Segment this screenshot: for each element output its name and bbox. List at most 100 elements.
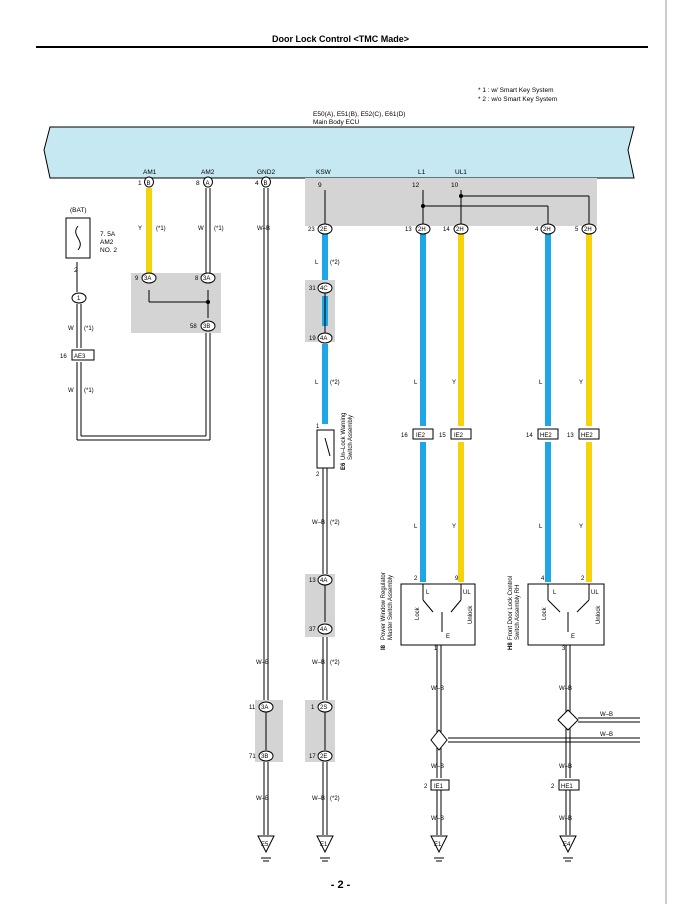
svg-text:Unlock: Unlock — [468, 605, 474, 624]
ecu-connectors: E50(A), E51(B), E52(C), E61(D) — [313, 111, 405, 118]
conn-ie1: IE1 — [434, 784, 444, 790]
conn-2h-14: 2H — [456, 227, 464, 233]
wire-ul-rh-yellow-lower — [586, 442, 592, 582]
junction-jb1 — [206, 300, 210, 304]
conn-he1: HE1 — [561, 784, 573, 790]
ground-joint-i8 — [430, 729, 448, 751]
pin-14b: 14 — [526, 433, 533, 439]
wl-w3: W — [68, 388, 74, 394]
svg-text:Unlock: Unlock — [596, 605, 602, 624]
ground-joint-h8 — [557, 709, 579, 731]
conn-b1: B — [147, 181, 151, 187]
ground-e5: E5 — [257, 835, 275, 862]
svg-text:E5: E5 — [261, 842, 269, 848]
wl-wb6: W–B — [256, 796, 269, 802]
pin-gnd2: 4 — [255, 180, 259, 187]
wl-s2a: (*2) — [330, 260, 340, 266]
pin-13: 13 — [405, 227, 412, 233]
svg-text:E4: E4 — [563, 842, 571, 848]
h8-pin2: 2 — [581, 576, 585, 582]
h8-unlock-label: Unlock — [596, 605, 602, 624]
term-ul1: UL1 — [455, 169, 467, 176]
conn-3b-58: 3B — [203, 324, 210, 330]
note-2: * 2 : w/o Smart Key System — [478, 96, 557, 103]
i8-lock-label: Lock — [415, 606, 421, 620]
wl-s1a: (*1) — [156, 226, 166, 232]
conn-4a-19: 4A — [320, 336, 327, 342]
pin-14: 14 — [443, 227, 450, 233]
conn-he2-a: HE2 — [540, 433, 552, 439]
h8-ul: UL — [591, 590, 599, 596]
wl-y5: Y — [579, 524, 583, 530]
pin-71: 71 — [249, 754, 256, 760]
i8-label: I8 Power Window Regulator Master Switch … — [381, 572, 394, 650]
wl-wb3: W–B — [312, 660, 325, 666]
pin-4: 4 — [535, 227, 539, 233]
wire-l1-blue-upper — [420, 234, 426, 426]
fuse-no: NO. 2 — [100, 247, 117, 254]
wl-wb9: W–B — [431, 816, 444, 822]
pin-8: 8 — [195, 276, 199, 282]
pin-37: 37 — [309, 627, 316, 633]
e6-pin2: 2 — [316, 472, 320, 478]
wire-ksw-blue-1 — [322, 234, 328, 280]
ecu-body — [43, 126, 635, 179]
wire-am1-yellow — [146, 188, 152, 273]
conn-b2: B — [264, 181, 268, 187]
e6-pin1: 1 — [316, 424, 320, 430]
wl-wb5: W–B — [256, 660, 269, 666]
wire-labels: Y (*1) W (*1) W–B L (*2) L (*2) L Y L Y … — [68, 226, 613, 822]
ground-e1b: E1 — [430, 835, 448, 862]
pin-15: 15 — [439, 433, 446, 439]
pin-am1: 1 — [138, 180, 142, 187]
fuse-bat: (BAT) — [70, 207, 87, 214]
wl-l6: L — [539, 524, 543, 530]
svg-text:Lock: Lock — [542, 606, 548, 620]
pin-9: 9 — [135, 276, 139, 282]
conn-2h-5: 2H — [584, 227, 592, 233]
i8-pin2: 2 — [414, 576, 418, 582]
switch-e6 — [316, 429, 335, 469]
i8-pin1: 1 — [434, 646, 438, 652]
wl-y2: Y — [452, 380, 456, 386]
wire-ul1-yellow-upper — [458, 234, 464, 426]
e6-label: E6 Un–Lock Warning Switch Assembly — [341, 413, 354, 470]
wire-ksw-blue-3 — [322, 344, 328, 424]
term-ksw: KSW — [316, 169, 332, 176]
wl-w2: W — [68, 326, 74, 332]
fuse-name: AM2 — [100, 239, 114, 246]
junction-l1 — [421, 204, 425, 208]
conn-2s-1: 2S — [320, 705, 327, 711]
wire-ul-rh-yellow-upper — [586, 234, 592, 426]
wire-ul1-yellow-lower — [458, 442, 464, 582]
e6-id: E6 — [341, 462, 347, 470]
wl-l4: L — [539, 380, 543, 386]
conn-ae3: AE3 — [74, 354, 86, 360]
svg-text:Front Door Lock Control: Front Door Lock Control — [508, 576, 514, 640]
wl-s2c: (*2) — [330, 520, 340, 526]
fuse-pin: 2 — [74, 267, 78, 274]
wl-wb13: W–B — [600, 712, 613, 718]
pin-2d: 2 — [424, 784, 428, 790]
term-am1: AM1 — [143, 169, 157, 176]
wl-s1c: (*1) — [84, 326, 94, 332]
wl-wb14: W–B — [600, 732, 613, 738]
wl-l3: L — [414, 380, 418, 386]
connectors: 1 AE3 16 3A 9 3A 8 3B 58 2E 23 2H 13 2H … — [60, 223, 600, 791]
i8-pin9: 9 — [455, 576, 459, 582]
switch-h8 — [527, 583, 605, 646]
i8-contacts — [422, 584, 462, 632]
wire-l-rh-blue-upper — [545, 234, 551, 426]
pin-ksw: 9 — [318, 182, 322, 189]
wl-wb10: W–B — [559, 686, 572, 692]
conn-4a-37: 4A — [320, 627, 327, 633]
conn-ie2-a: IE2 — [416, 433, 426, 439]
i8-unlock-label: Unlock — [468, 605, 474, 624]
pin-13c: 13 — [309, 578, 316, 584]
wl-s2b: (*2) — [330, 380, 340, 386]
pin-l1: 12 — [412, 182, 420, 189]
wl-l1: L — [315, 260, 319, 266]
wl-wb2: W–B — [312, 520, 325, 526]
